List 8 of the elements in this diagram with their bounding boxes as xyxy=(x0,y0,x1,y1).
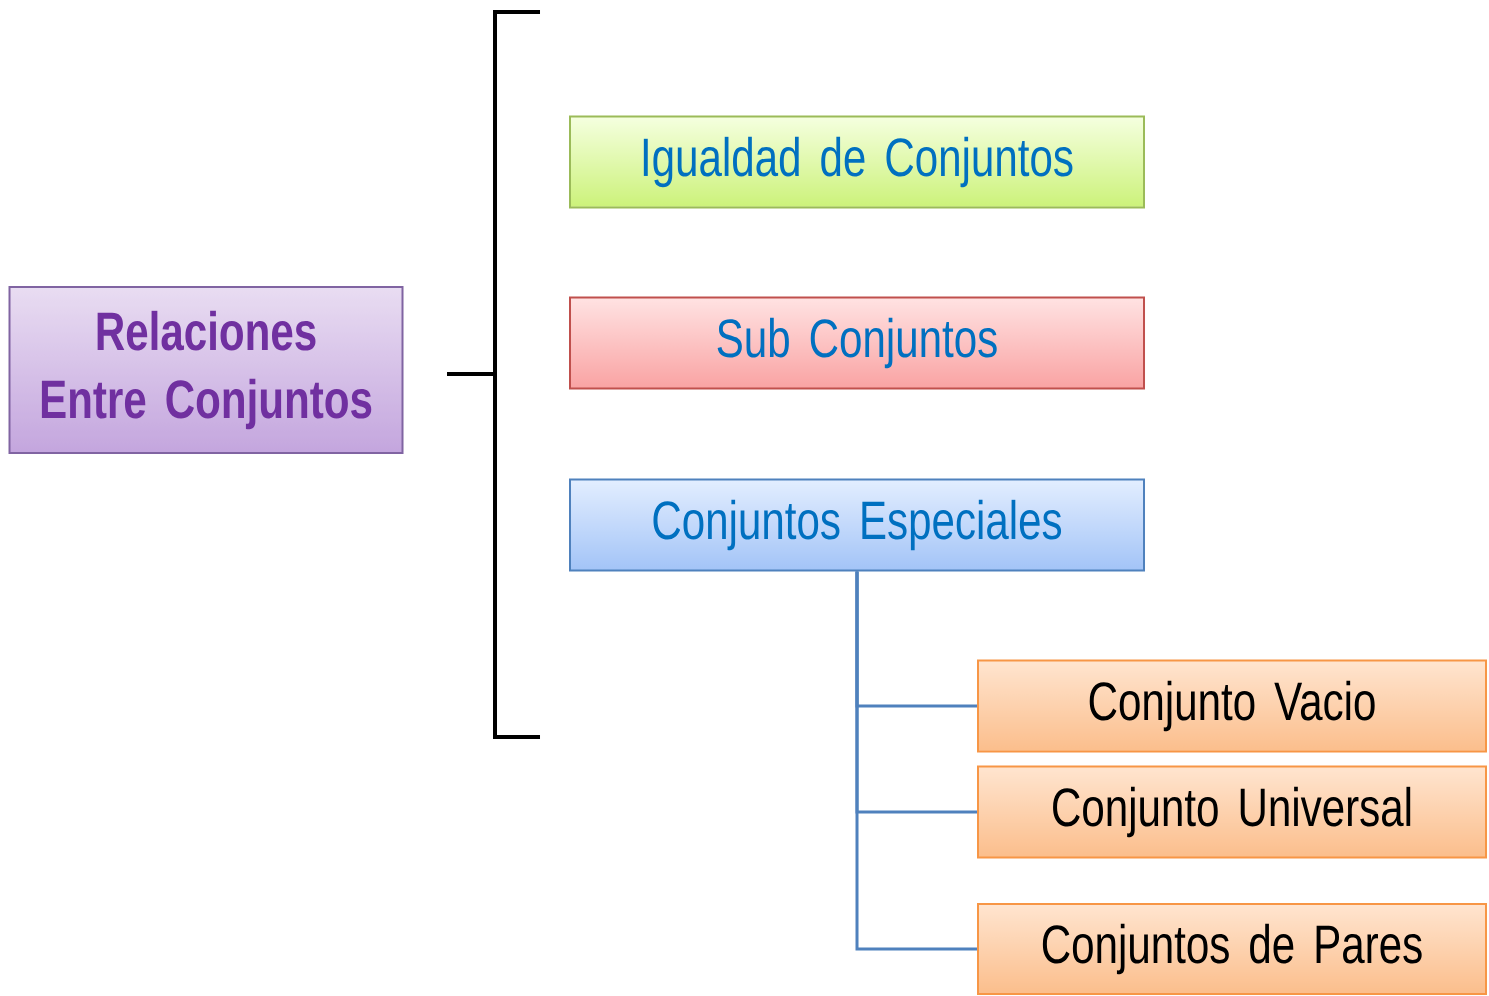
leaf-box: Conjunto Vacio xyxy=(977,659,1487,753)
branch-box: Sub Conjuntos xyxy=(569,296,1145,390)
branch-box: Conjuntos Especiales xyxy=(569,478,1145,572)
leaf-box: Conjuntos de Pares xyxy=(977,903,1487,995)
connector xyxy=(855,571,977,951)
topic-box: Relaciones Entre Conjuntos xyxy=(8,286,404,454)
leaf-box: Conjunto Universal xyxy=(977,765,1487,859)
branch-box: Igualdad de Conjuntos xyxy=(569,115,1145,209)
